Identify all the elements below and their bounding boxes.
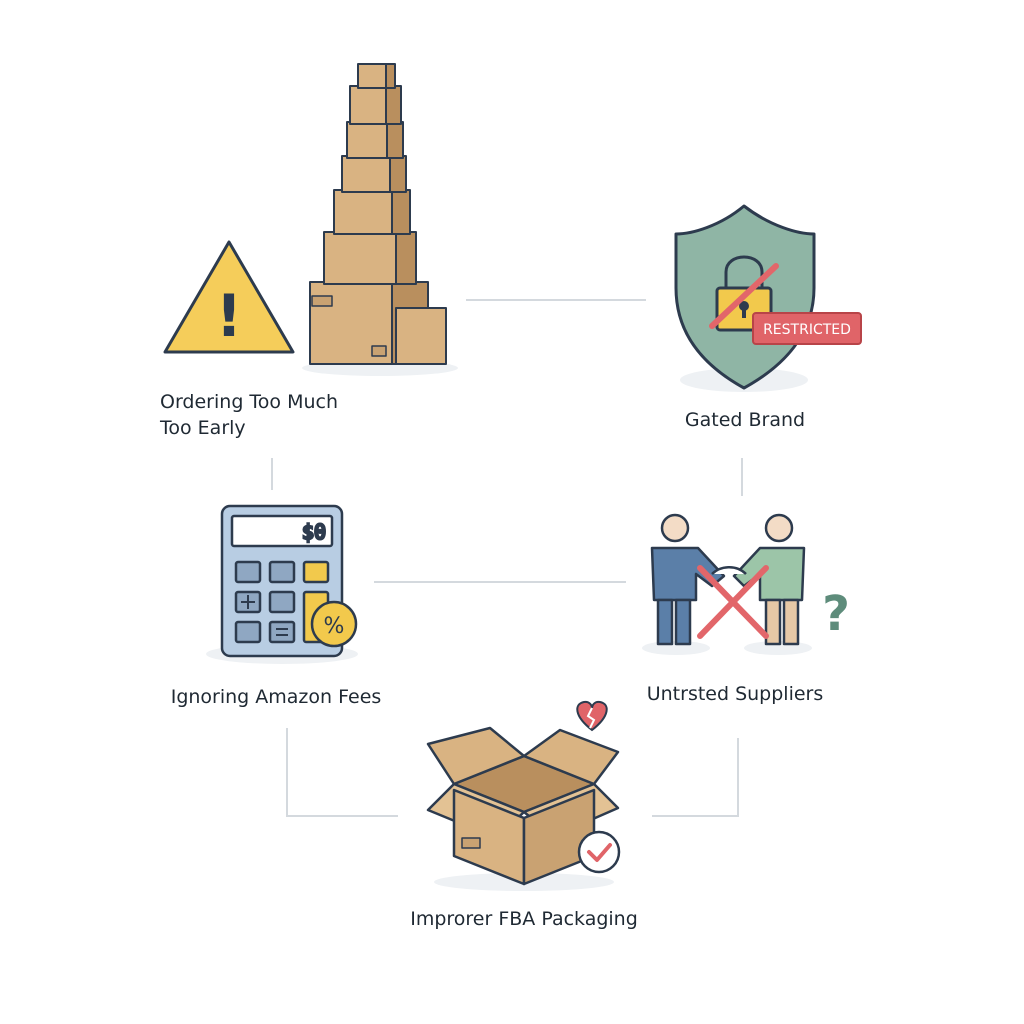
percent-badge-text: %	[324, 614, 345, 639]
node-label-ordering-line-1: Ordering Too Much	[160, 391, 339, 413]
node-label-amazon-fees: Ignoring Amazon Fees	[170, 686, 382, 708]
handshake-icon	[642, 513, 812, 655]
broken-heart-icon	[576, 700, 608, 732]
restricted-stamp-text: RESTRICTED	[763, 322, 851, 338]
node-label-suppliers: Untrsted Suppliers	[646, 683, 824, 705]
connector-fees-packaging	[286, 728, 398, 817]
question-mark-icon: ?	[822, 586, 850, 642]
node-label-gated-brand: Gated Brand	[684, 409, 806, 431]
node-label-ordering: Ordering Too Much Too Early	[160, 389, 338, 441]
padlock-slash	[709, 263, 779, 329]
stacked-boxes-icon	[302, 63, 458, 376]
open-box-icon	[426, 726, 620, 891]
node-label-ordering-line-2: Too Early	[160, 417, 246, 439]
restricted-stamp: RESTRICTED	[752, 312, 862, 345]
check-badge-icon	[577, 830, 621, 874]
node-label-packaging: Improrer FBA Packaging	[410, 908, 638, 930]
warning-triangle-icon: !	[163, 240, 295, 354]
cross-mark-icon	[697, 565, 769, 639]
percent-badge-icon: %	[310, 600, 358, 648]
calculator-display: $0	[302, 520, 326, 544]
connector-suppliers-packaging	[652, 738, 739, 817]
warning-exclamation: !	[216, 282, 242, 350]
connectors	[271, 299, 743, 817]
